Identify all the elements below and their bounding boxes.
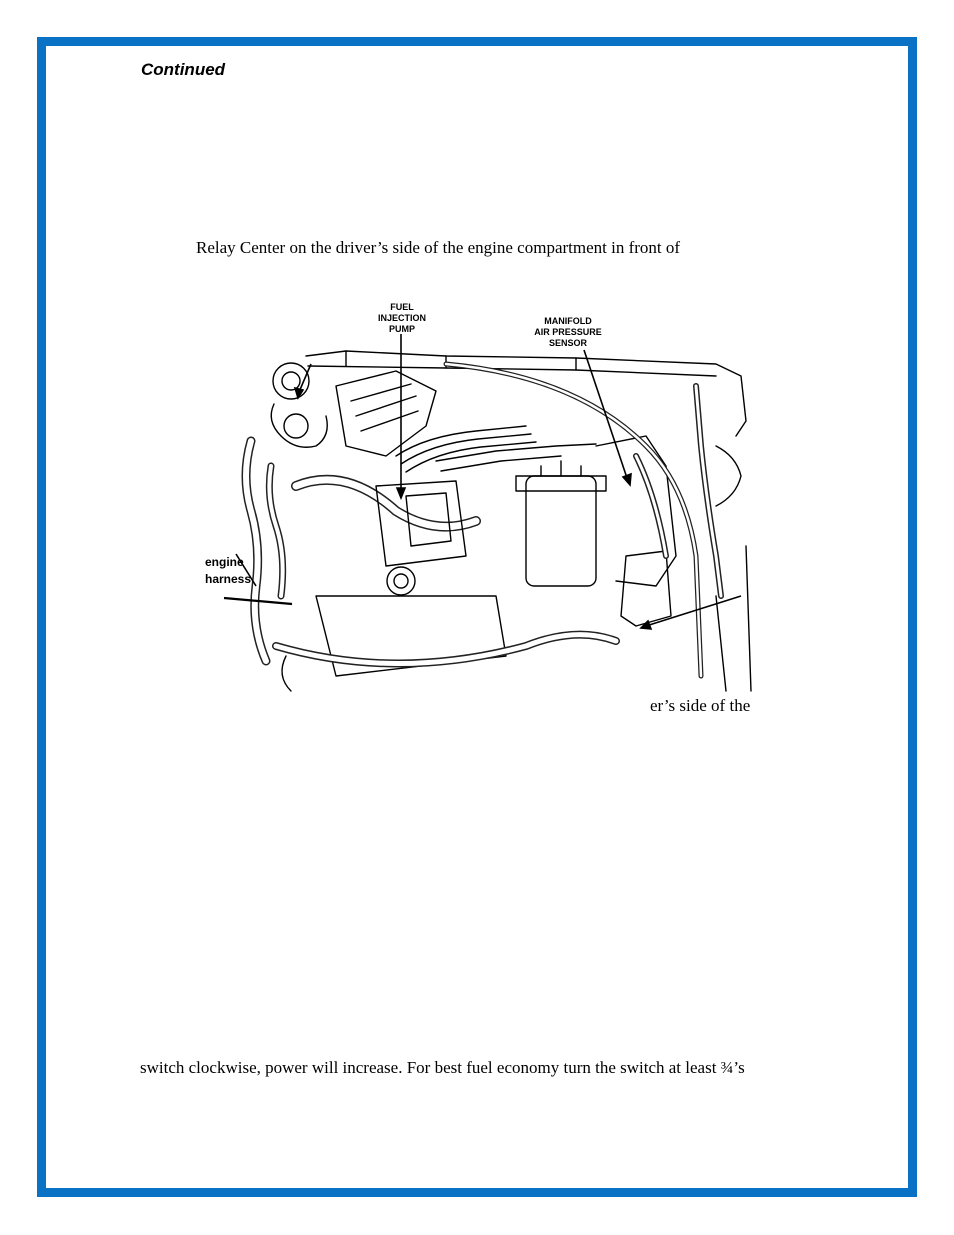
label-manifold: MANIFOLD bbox=[544, 316, 592, 326]
label-injection: INJECTION bbox=[378, 313, 426, 323]
label-sensor: SENSOR bbox=[549, 338, 588, 348]
paragraph-line-relay-center: Relay Center on the driver’s side of the… bbox=[196, 238, 681, 257]
engine-diagram: FUEL INJECTION PUMP MANIFOLD AIR PRESSUR… bbox=[205, 302, 752, 692]
page-border-frame bbox=[37, 37, 917, 1197]
paragraph-line-side: er’s side of the bbox=[650, 696, 751, 715]
label-harness: harness bbox=[205, 572, 251, 586]
label-fuel: FUEL bbox=[390, 302, 414, 312]
label-air-pressure: AIR PRESSURE bbox=[534, 327, 602, 337]
paragraph-line-switch: switch clockwise, power will increase. F… bbox=[140, 1058, 745, 1077]
label-engine: engine bbox=[205, 555, 244, 569]
label-pump: PUMP bbox=[389, 324, 415, 334]
continued-heading: Continued bbox=[141, 60, 226, 79]
